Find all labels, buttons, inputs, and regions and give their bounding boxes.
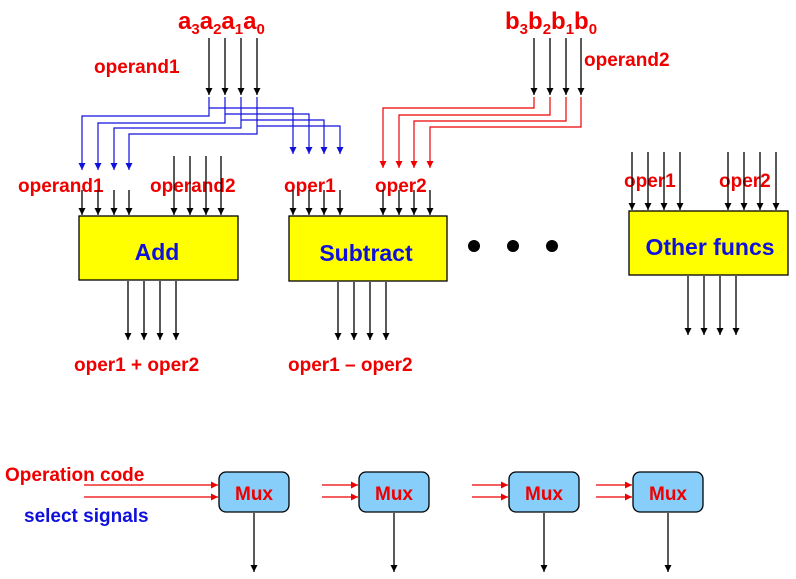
subtract-output-label: oper1 – oper2 [288, 355, 413, 376]
mux-1-label: Mux [235, 484, 273, 505]
operand2-routing-wires [379, 97, 582, 168]
operand2-top-label: operand2 [584, 50, 670, 71]
other-input1-label: oper1 [624, 171, 676, 192]
add-input-wires [78, 156, 225, 215]
other-input2-label: oper2 [719, 171, 771, 192]
other-output-wires [684, 276, 740, 335]
other-funcs-block-label: Other funcs [645, 234, 774, 260]
operand2-bus [530, 38, 585, 95]
subtract-output-wires [334, 282, 390, 340]
operand1-routing-wires [78, 97, 344, 170]
add-input1-label: operand1 [18, 176, 104, 197]
mux-block-4 [632, 471, 704, 513]
subtract-block [288, 215, 448, 282]
other-input-wires [628, 152, 780, 210]
operand1-top-label: operand1 [94, 57, 180, 78]
mux-2-label: Mux [375, 484, 413, 505]
select-signals-label: select signals [24, 506, 149, 527]
mux-block-3 [508, 471, 580, 513]
subtract-block-label: Subtract [319, 240, 413, 266]
operand1-bus [205, 38, 261, 95]
subtract-input-wires [289, 190, 434, 215]
mux-block-2 [358, 471, 430, 513]
mux-output-wires [250, 513, 672, 572]
mux-block-1 [218, 471, 290, 513]
add-block [78, 215, 239, 281]
other-funcs-block [628, 210, 789, 276]
mux-select-wires [84, 481, 632, 501]
b-bits-label: b3b2b1b0 [505, 8, 597, 38]
ellipsis-dots [468, 240, 558, 252]
add-output-wires [124, 281, 180, 340]
operation-code-label: Operation code [5, 465, 144, 486]
mux-4-label: Mux [649, 484, 687, 505]
subtract-input1-label: oper1 [284, 176, 336, 197]
add-input2-label: operand2 [150, 176, 236, 197]
a-bits-label: a3a2a1a0 [178, 8, 265, 38]
mux-3-label: Mux [525, 484, 563, 505]
add-block-label: Add [135, 239, 180, 265]
add-output-label: oper1 + oper2 [74, 355, 199, 376]
